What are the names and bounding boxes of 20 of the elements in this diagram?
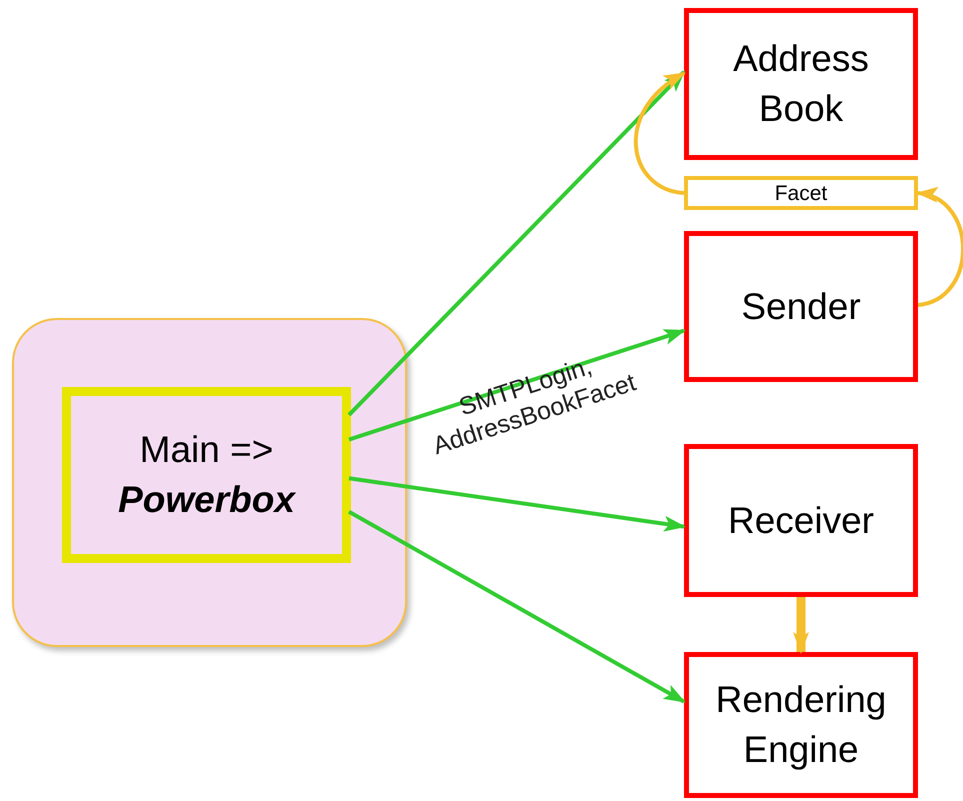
process-box bbox=[684, 231, 918, 382]
node-label: Sender bbox=[740, 284, 862, 329]
arrow bbox=[793, 597, 809, 654]
arrow bbox=[916, 190, 963, 307]
arrow bbox=[348, 70, 686, 416]
node-label: Receiver bbox=[727, 498, 875, 543]
node-label: Main => Powerbox bbox=[117, 428, 297, 522]
process-box bbox=[62, 387, 351, 563]
node-label: Address Book bbox=[732, 37, 870, 131]
node-label: Rendering Engine bbox=[714, 678, 888, 772]
node-label: Facet bbox=[774, 182, 828, 204]
arrow bbox=[348, 476, 686, 532]
rounded-panel bbox=[12, 318, 407, 647]
process-box bbox=[684, 652, 918, 798]
arrow bbox=[348, 510, 686, 704]
arrow bbox=[348, 328, 686, 442]
arrow bbox=[634, 72, 686, 195]
process-box bbox=[684, 444, 918, 597]
facet-bar bbox=[684, 176, 918, 210]
process-box bbox=[684, 8, 918, 160]
